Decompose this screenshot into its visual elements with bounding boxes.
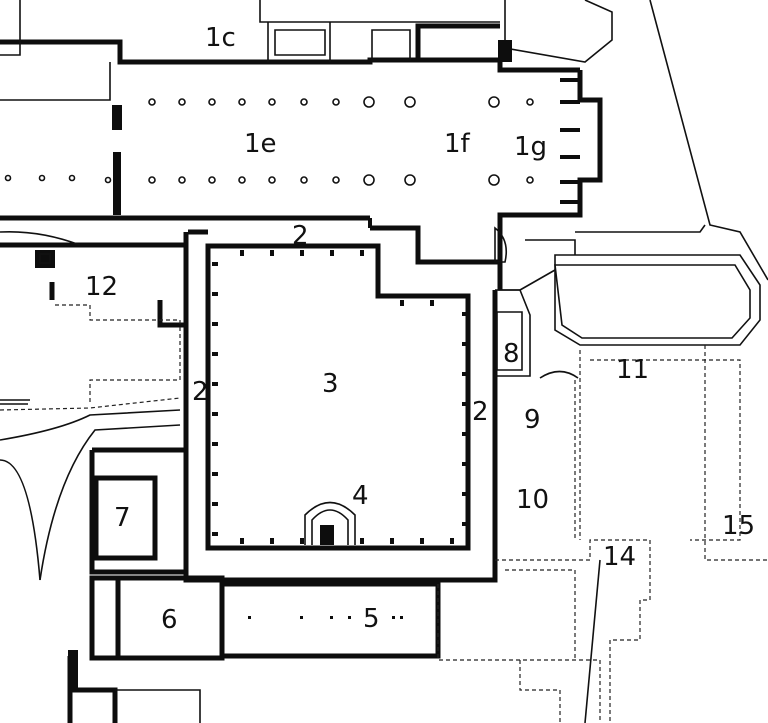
label-14: 14 xyxy=(603,542,636,572)
label-2-left: 2 xyxy=(192,377,209,407)
cloister xyxy=(183,229,503,583)
label-4: 4 xyxy=(352,481,369,511)
arcade-ticks xyxy=(212,250,468,544)
label-9: 9 xyxy=(524,405,541,435)
label-10: 10 xyxy=(516,485,549,515)
label-3: 3 xyxy=(322,369,339,399)
room-labels: 1c 1e 1f 1g 2 2 2 3 4 5 6 7 8 9 10 11 12… xyxy=(85,23,755,635)
label-8: 8 xyxy=(503,339,520,369)
nave-columns xyxy=(4,96,534,186)
fountain xyxy=(304,501,356,545)
label-1c: 1c xyxy=(205,23,236,53)
label-7: 7 xyxy=(114,503,131,533)
label-1g: 1g xyxy=(514,132,547,162)
church xyxy=(0,0,613,265)
label-15: 15 xyxy=(722,511,755,541)
label-1e: 1e xyxy=(244,129,277,159)
label-11: 11 xyxy=(616,355,649,385)
label-5: 5 xyxy=(363,604,380,634)
south-west-ranges xyxy=(0,230,651,723)
label-2-top: 2 xyxy=(292,221,309,251)
label-1f: 1f xyxy=(444,129,471,159)
label-2-right: 2 xyxy=(472,397,489,427)
label-12: 12 xyxy=(85,272,118,302)
label-6: 6 xyxy=(161,605,178,635)
east-chapel xyxy=(498,0,768,561)
